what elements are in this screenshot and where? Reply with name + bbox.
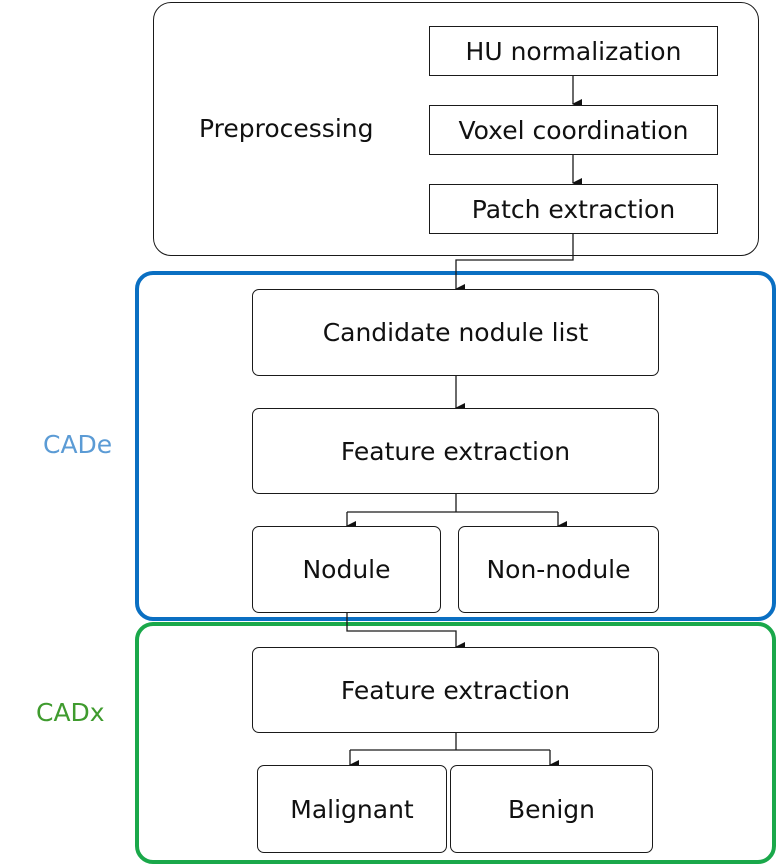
non-nodule-box: Non-nodule (458, 526, 659, 613)
voxel-coordination-box: Voxel coordination (429, 105, 718, 155)
preprocessing-label: Preprocessing (199, 114, 374, 143)
arrow-patch-to-candidate (455, 234, 574, 294)
candidate-nodule-list-box: Candidate nodule list (252, 289, 659, 376)
patch-extraction-box: Patch extraction (429, 184, 718, 234)
nodule-box: Nodule (252, 526, 441, 613)
arrow-nodule-to-cadx-feature (346, 613, 465, 652)
benign-box: Benign (450, 765, 653, 853)
cadx-group (135, 622, 776, 864)
cade-feature-extraction-box: Feature extraction (252, 408, 659, 494)
malignant-box: Malignant (257, 765, 447, 853)
hu-normalization-box: HU normalization (429, 26, 718, 76)
cadx-label: CADx (36, 698, 105, 727)
cade-label: CADe (43, 430, 113, 459)
cadx-feature-extraction-box: Feature extraction (252, 647, 659, 733)
preprocessing-group (153, 2, 759, 256)
